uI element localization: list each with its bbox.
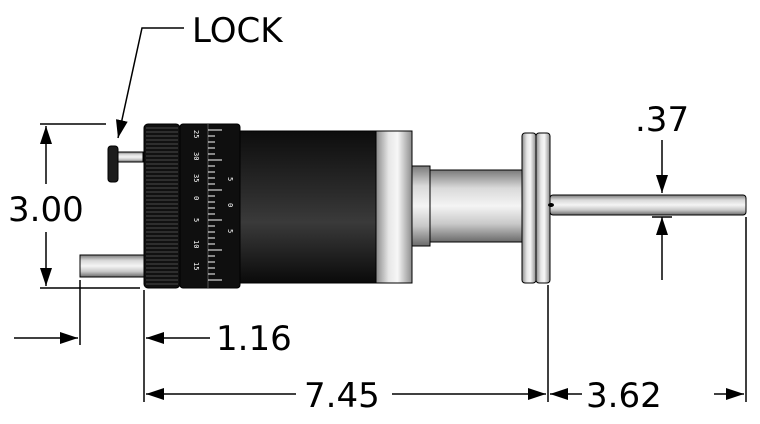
height-dimension: 3.00 [8,190,84,230]
flange [521,132,551,284]
body-length-dimension: 7.45 [304,376,380,416]
ring-mark: 0 [192,196,200,200]
spindle-shaft [548,194,747,216]
thimble-digit: 5 [226,229,234,233]
thimble-offset-dimension: 1.16 [216,319,292,359]
ring-mark: 5 [192,218,200,222]
lock-leader [115,27,184,139]
neck-sleeve [411,165,431,247]
main-barrel [239,130,377,284]
steel-collar [375,130,413,284]
ring-mark: 15 [192,262,200,270]
ring-mark: 35 [192,174,200,182]
shaft-diameter-dimension: .37 [635,100,689,140]
knurled-ratchet [143,123,181,289]
lock-label: LOCK [192,11,284,51]
spindle-sleeve [429,169,523,243]
lower-pin [79,254,145,278]
shaft-length-dimension: 3.62 [586,376,662,416]
thimble-scale: 25 30 35 0 5 10 15 5 0 5 [179,123,241,289]
lock-knob[interactable] [107,145,144,183]
ring-mark: 10 [192,240,200,248]
ring-mark: 25 [192,130,200,138]
thimble-digit: 5 [226,177,234,181]
ring-mark: 30 [192,152,200,160]
thimble-digit: 0 [226,203,234,207]
